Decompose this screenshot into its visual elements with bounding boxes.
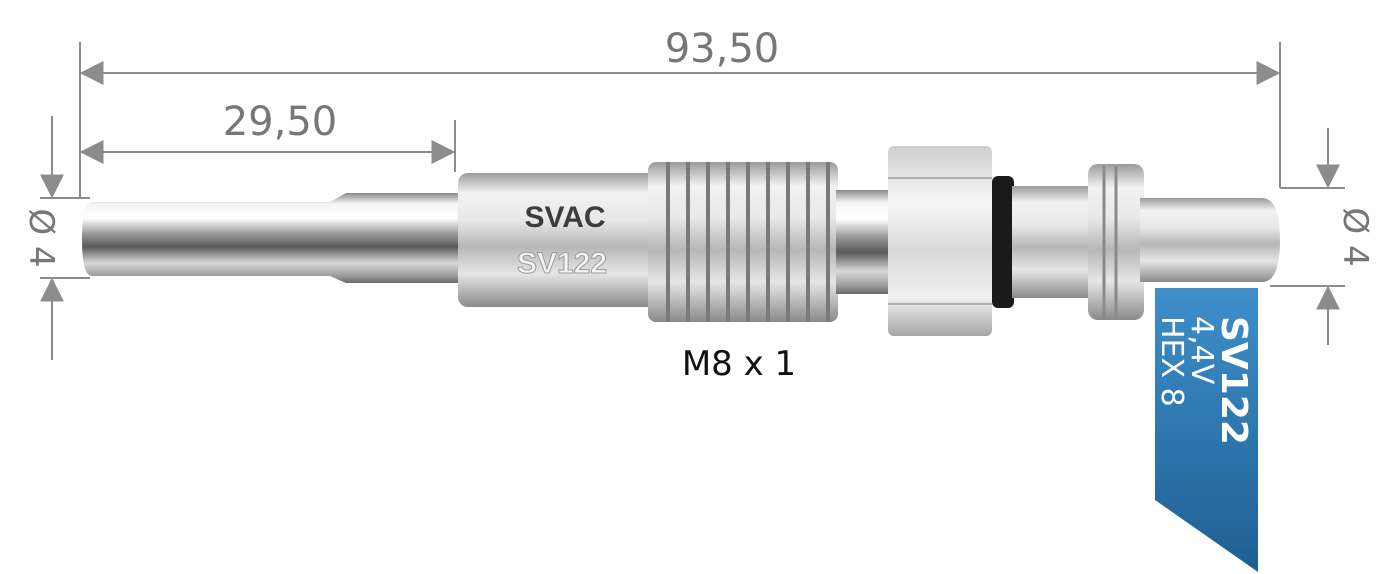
tip-length-label: 29,50 — [223, 99, 338, 145]
tag-hex-size: HEX 8 — [1154, 316, 1189, 407]
terminal-diameter-label: Ø 4 — [1335, 207, 1375, 266]
glow-plug: SVAC SV122 — [82, 146, 1280, 336]
spec-tag-shape — [1155, 288, 1258, 572]
plug-body — [458, 173, 658, 307]
tag-voltage: 4,4V — [1184, 316, 1219, 385]
seal-ring — [992, 176, 1014, 308]
plug-neck — [836, 190, 896, 294]
brand-engraving: SVAC — [524, 201, 605, 234]
terminal-body — [1012, 186, 1092, 298]
part-number-engraving: SV122 — [517, 247, 607, 280]
thread-section — [648, 162, 838, 322]
tip-diameter-label: Ø 4 — [21, 208, 61, 267]
hex-nut — [888, 146, 992, 336]
thread-grooves — [666, 162, 830, 322]
thread-spec-label: M8 x 1 — [682, 344, 796, 384]
dimension-lines — [40, 42, 1345, 360]
spec-tag: SV122 4,4V HEX 8 — [1154, 288, 1258, 572]
overall-length-label: 93,50 — [665, 26, 780, 72]
terminal-pin — [1140, 198, 1280, 282]
heating-tip — [82, 193, 470, 283]
tag-part-number: SV122 — [1213, 316, 1254, 445]
